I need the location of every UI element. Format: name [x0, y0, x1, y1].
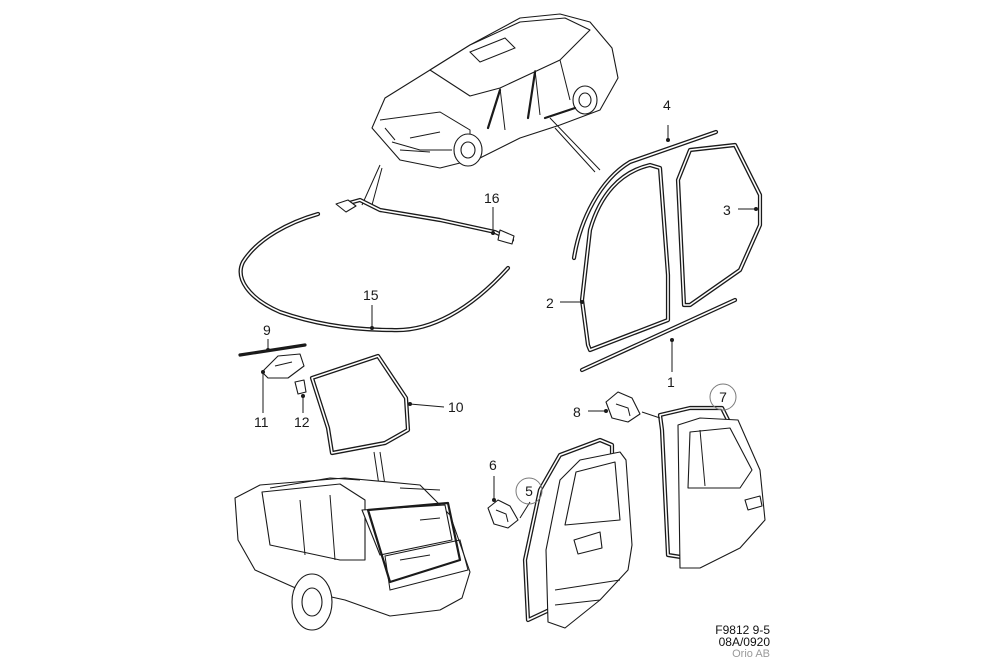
reference-date: 08A/0920: [718, 635, 770, 649]
callout-3: 3: [723, 202, 731, 218]
callout-10: 10: [448, 399, 464, 415]
circled-callout-5: 5: [525, 483, 533, 499]
callout-9: 9: [263, 322, 271, 338]
windscreen-seal: [238, 197, 515, 333]
callout-2: 2: [546, 295, 554, 311]
circled-callout-7-ring: [709, 383, 737, 411]
grommet-8: [605, 391, 641, 423]
callout-8: 8: [573, 404, 581, 420]
grommet-6: [487, 499, 519, 529]
tailgate-strip-parts: [238, 343, 307, 395]
callout-11: 11: [254, 414, 269, 430]
callout-16: 16: [484, 190, 500, 206]
circled-callout-5-ring: [515, 477, 543, 505]
callout-1: 1: [667, 374, 675, 390]
callout-6: 6: [489, 457, 497, 473]
reference-company: Orio AB: [732, 648, 770, 660]
circled-callout-7: 7: [719, 389, 727, 405]
front-door: [522, 437, 633, 629]
tailgate-seal: [309, 353, 411, 456]
callout-15: 15: [363, 287, 379, 303]
door-frame-seals: [571, 129, 763, 373]
callout-12: 12: [294, 414, 310, 430]
reference-code: F9812 9-5: [715, 623, 770, 637]
callout-4: 4: [663, 97, 671, 113]
rear-door: [657, 405, 766, 569]
estate-illustration: [234, 477, 471, 631]
sedan-illustration: [371, 13, 619, 169]
